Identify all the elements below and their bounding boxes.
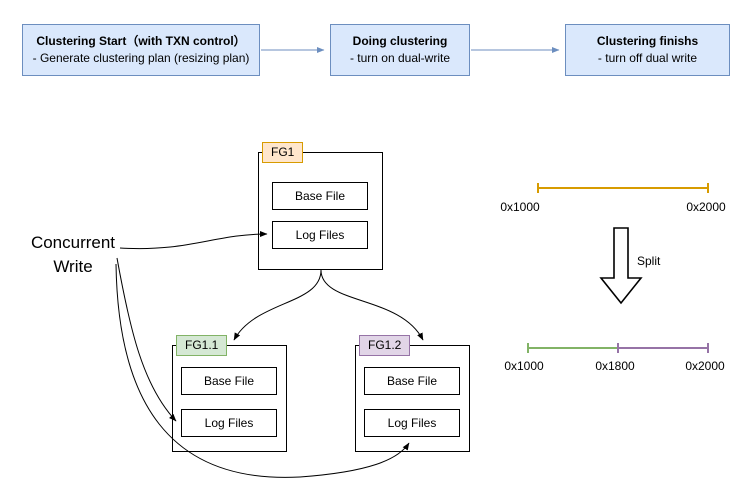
top-range-start-label: 0x1000 — [500, 200, 540, 214]
file-group-fg1-box — [258, 152, 383, 270]
bottom-range-label-0x1800: 0x1800 — [595, 359, 635, 373]
fg1-base-file-box: Base File — [272, 182, 368, 210]
split-arrow-icon — [599, 227, 643, 305]
fg1-to-fg1-2-arrow-icon — [320, 269, 424, 341]
bottom-range-label-0x1000: 0x1000 — [504, 359, 544, 373]
fg1-2-log-files-box: Log Files — [364, 409, 460, 437]
fg1-log-files-box: Log Files — [272, 221, 368, 249]
concurrent-to-fg1-log-arrow-icon — [119, 231, 268, 250]
concurrent-to-fg1-1-log-arrow-icon — [116, 257, 177, 422]
fg1-to-fg1-1-arrow-icon — [233, 269, 322, 341]
flow-step-clustering-start: Clustering Start（with TXN control） - Gen… — [22, 24, 260, 76]
top-range-end-label: 0x2000 — [686, 200, 726, 214]
flow-step-subtitle: - turn off dual write — [597, 51, 698, 65]
file-group-fg1-2-label: FG1.2 — [359, 335, 411, 356]
flow-step-title: Clustering Start（with TXN control） — [36, 33, 246, 48]
concurrent-write-label: Concurrent Write — [30, 233, 116, 276]
fg1-1-base-file-box: Base File — [181, 367, 277, 395]
flow-step-clustering-finishs: Clustering finishs - turn off dual write — [565, 24, 730, 76]
file-group-fg1-label: FG1 — [262, 142, 304, 163]
file-group-fg1-1-label: FG1.1 — [176, 335, 228, 356]
fg1-1-log-files-box: Log Files — [181, 409, 277, 437]
flow-step-subtitle: - Generate clustering plan (resizing pla… — [32, 51, 250, 65]
flow-step-subtitle: - turn on dual-write — [349, 51, 451, 65]
flow-step-doing-clustering: Doing clustering - turn on dual-write — [330, 24, 470, 76]
bottom-range-label-0x2000: 0x2000 — [685, 359, 725, 373]
fg1-2-base-file-box: Base File — [364, 367, 460, 395]
flow-step-title: Doing clustering — [352, 33, 448, 48]
flow-step-title: Clustering finishs — [596, 33, 699, 48]
split-label: Split — [637, 254, 661, 268]
